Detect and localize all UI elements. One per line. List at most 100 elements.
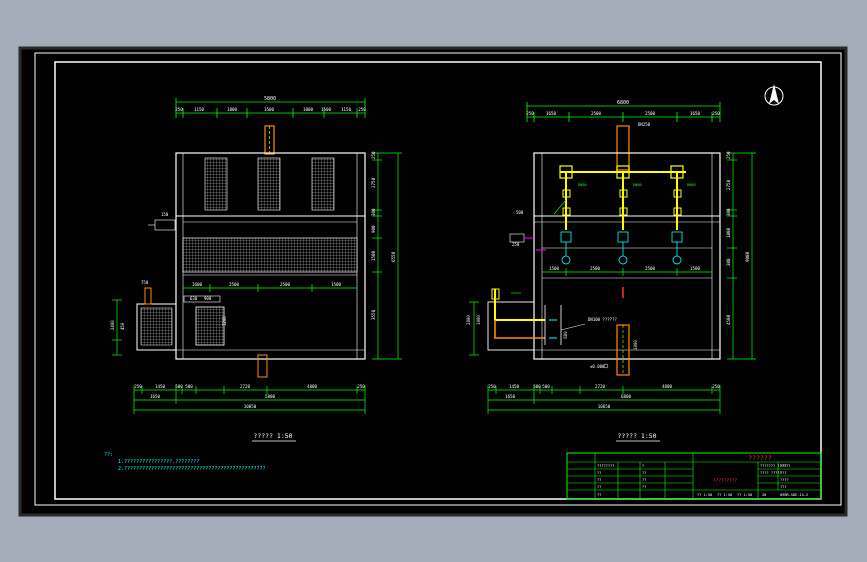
left-small-dim: 150: [161, 212, 169, 217]
left-bottom-dim: 250: [134, 384, 142, 389]
right-right-dim: 250: [726, 151, 731, 159]
right-pipe-label: DN250: [638, 122, 651, 127]
right-level: ±0.000: [590, 364, 605, 369]
title-block-cell: ??: [597, 485, 601, 489]
title-block-cell: ??: [597, 478, 601, 482]
svg-text:DN80: DN80: [633, 183, 642, 187]
left-right-dim: 1500: [371, 250, 376, 261]
right-bottom-total: 10650: [598, 404, 611, 409]
right-view: 6800 250 1650 2500 2500 1650 250 DN250: [466, 100, 756, 442]
left-bottom-dim: 250: [357, 384, 365, 389]
left-top-dim: 250: [358, 107, 366, 112]
title-block-sheet: 20: [762, 493, 766, 497]
left-small-pipe: [144, 287, 152, 305]
right-right-total: 9000: [745, 251, 750, 262]
left-right-dim: 300: [371, 208, 376, 216]
valve-group: [560, 231, 683, 265]
left-small-dim: 750: [141, 280, 149, 285]
left-bottom-dim: 2720: [240, 384, 251, 389]
right-inlet-pipe: [616, 125, 630, 171]
right-callout: DN100 ??????: [588, 317, 617, 322]
left-bottom-dim: 1450: [155, 384, 166, 389]
left-top-dim: 1150: [341, 107, 352, 112]
lower-pipe-assembly: [487, 288, 562, 351]
left-view-caption: ????? 1:50: [253, 432, 292, 440]
pipe-manifold: [559, 165, 686, 230]
right-top-dim: 250: [712, 111, 720, 116]
title-block-bottom: ?? 1:50: [737, 493, 752, 497]
right-bottom-mid: 1650: [505, 394, 516, 399]
left-top-dim: 1150: [194, 107, 205, 112]
title-block-title: ??????: [748, 454, 772, 462]
left-bay-dim: 2500: [229, 282, 240, 287]
left-right-dim: 2750: [371, 177, 376, 188]
title-block-cell: ??: [642, 478, 646, 482]
notes-heading: ??:: [104, 452, 113, 458]
drawing-sheet: [18, 46, 848, 517]
right-right-dim: 300: [726, 258, 731, 266]
notes-line: 2.??????????????????????????????????????…: [118, 466, 266, 472]
title-block-drawing-no: 09BR-SDE-14-2: [780, 493, 808, 497]
right-mid-dim: 2500: [590, 266, 601, 271]
right-bottom-dim: 250: [712, 384, 720, 389]
right-right-dim: 1800: [726, 227, 731, 238]
left-lower-dim: 450: [120, 322, 125, 330]
outer-frame: [34, 52, 842, 506]
right-bottom-dim: 250: [488, 384, 496, 389]
left-top-dim: 1500: [264, 107, 275, 112]
right-top-dim: 250: [526, 111, 534, 116]
right-bottom-mid: 6800: [621, 394, 632, 399]
right-bottom-dim: 4800: [662, 384, 673, 389]
left-right-dim: 3550: [371, 309, 376, 320]
left-right-total: 6550: [391, 251, 396, 262]
north-arrow-icon: [764, 84, 784, 106]
title-block-bottom: ?? 1:50: [697, 493, 712, 497]
title-block-cell: ???: [780, 464, 787, 468]
title-block-bottom: ?? 1:50: [717, 493, 732, 497]
left-lower-dim: 2400: [110, 320, 115, 330]
left-top-dim: 1500: [321, 107, 332, 112]
left-bay-dim: 1500: [331, 282, 342, 287]
title-block-project: ?????????: [713, 478, 738, 484]
left-bottom-mid: 5800: [265, 394, 276, 399]
right-top-total: 6800: [617, 100, 629, 106]
title-block-cell: ????: [780, 478, 789, 482]
notes: ??: 1.????????????????.???????? 2.??????…: [104, 452, 266, 472]
right-bottom-dim: 2720: [595, 384, 606, 389]
right-tank-outline: [533, 152, 721, 360]
left-bay-dim: 2500: [280, 282, 291, 287]
left-top-dim: 1000: [227, 107, 238, 112]
filter-media-column: [311, 157, 335, 211]
right-lower-dim: 2000: [466, 315, 471, 325]
inner-sump: [195, 306, 225, 346]
left-view: 5800 250 1150 1000 1500 1000 1500 1150 2…: [110, 96, 402, 442]
title-block-row: ??????? ??????: [760, 464, 790, 468]
right-mid-dim: 2500: [645, 266, 656, 271]
left-bottom-dim: 500: [175, 384, 183, 389]
left-attached-chamber: [136, 303, 177, 351]
left-inner-dim: 1200: [222, 316, 227, 326]
left-top-total: 5800: [264, 96, 276, 102]
title-block-cell: ????????: [597, 464, 614, 468]
left-top-dimension-lines: [175, 98, 366, 118]
right-lower-dim: 600: [563, 331, 568, 339]
right-bottom-dim: 500: [533, 384, 541, 389]
title-block-cell: ??: [597, 493, 601, 497]
title-block-cell: ?: [642, 464, 644, 468]
title-block-cell: ???: [780, 485, 787, 489]
right-right-dim: 2750: [726, 179, 731, 190]
right-lower-dim: 1000: [476, 315, 481, 325]
left-right-dim: 900: [371, 225, 376, 233]
left-inner-dim: 630: [190, 296, 198, 301]
title-block-cell: ??: [642, 485, 646, 489]
filter-media-column: [257, 157, 281, 211]
title-block: ?????? ????????? ??????? ?????? ???? ???…: [566, 452, 822, 500]
left-bay-dim: 1600: [192, 282, 203, 287]
right-top-dim: 1650: [690, 111, 701, 116]
right-bottom-dim: 500: [542, 384, 550, 389]
inner-frame: [54, 61, 822, 500]
left-bottom-dim: 500: [185, 384, 193, 389]
left-bottom-dim: 4800: [307, 384, 318, 389]
filter-media-column: [204, 157, 228, 211]
